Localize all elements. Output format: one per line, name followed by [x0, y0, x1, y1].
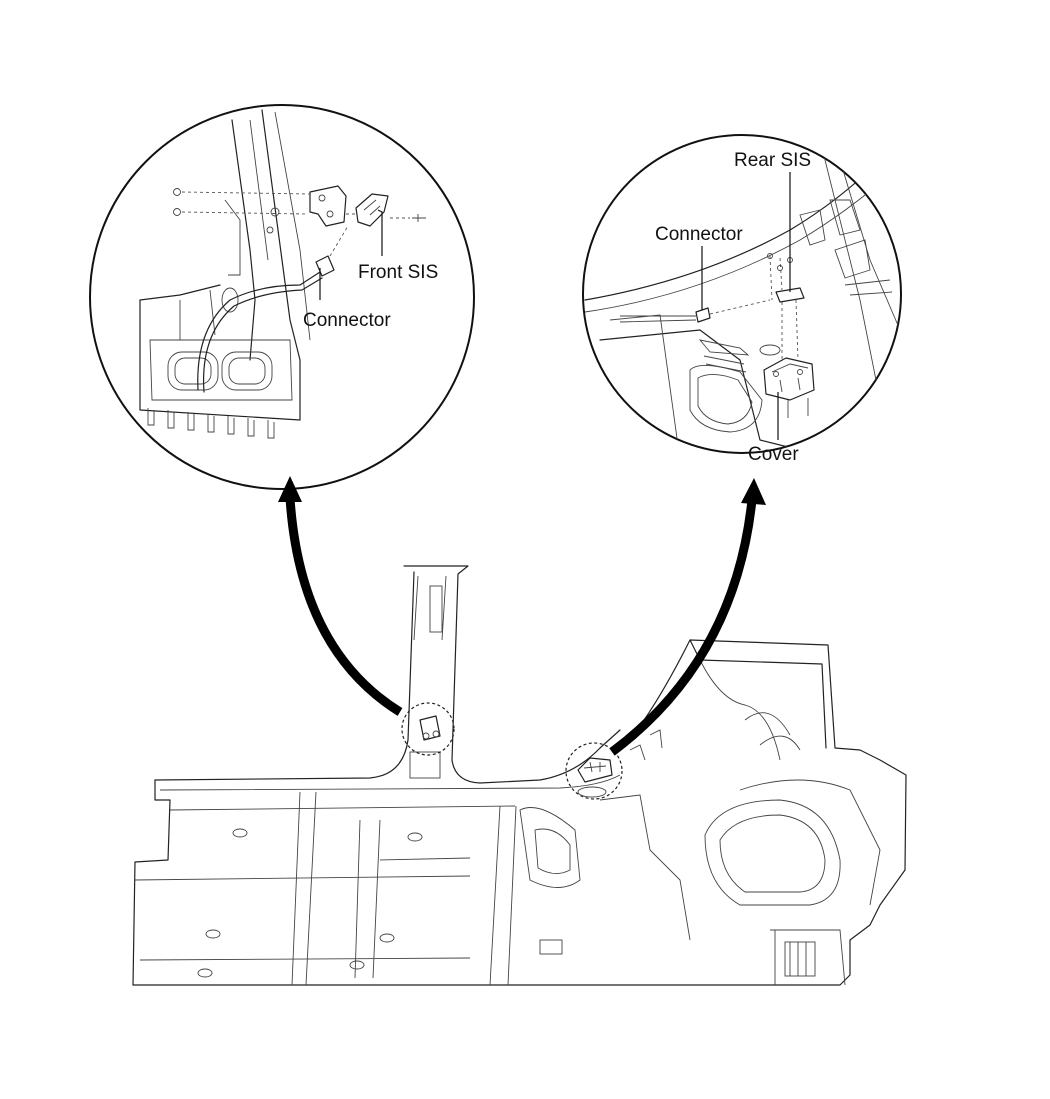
front-sis-arrow — [278, 476, 403, 716]
connector-left-label: Connector — [303, 310, 391, 331]
connector-right-label: Connector — [655, 224, 743, 245]
front-sis-zoom-ring — [401, 702, 455, 756]
rear-sis-zoom-ring — [565, 742, 623, 800]
rear-sis-detail: Rear SIS Connector Cover — [582, 134, 902, 465]
front-sis-leader — [377, 209, 383, 256]
rear-sis-label: Rear SIS — [734, 150, 811, 171]
vehicle-body-floor — [132, 565, 907, 986]
cover-label: Cover — [748, 444, 799, 465]
rear-sis-arrow — [609, 478, 766, 756]
front-sis-detail: Front SIS Connector — [89, 104, 475, 490]
front-sis-label: Front SIS — [358, 262, 438, 283]
